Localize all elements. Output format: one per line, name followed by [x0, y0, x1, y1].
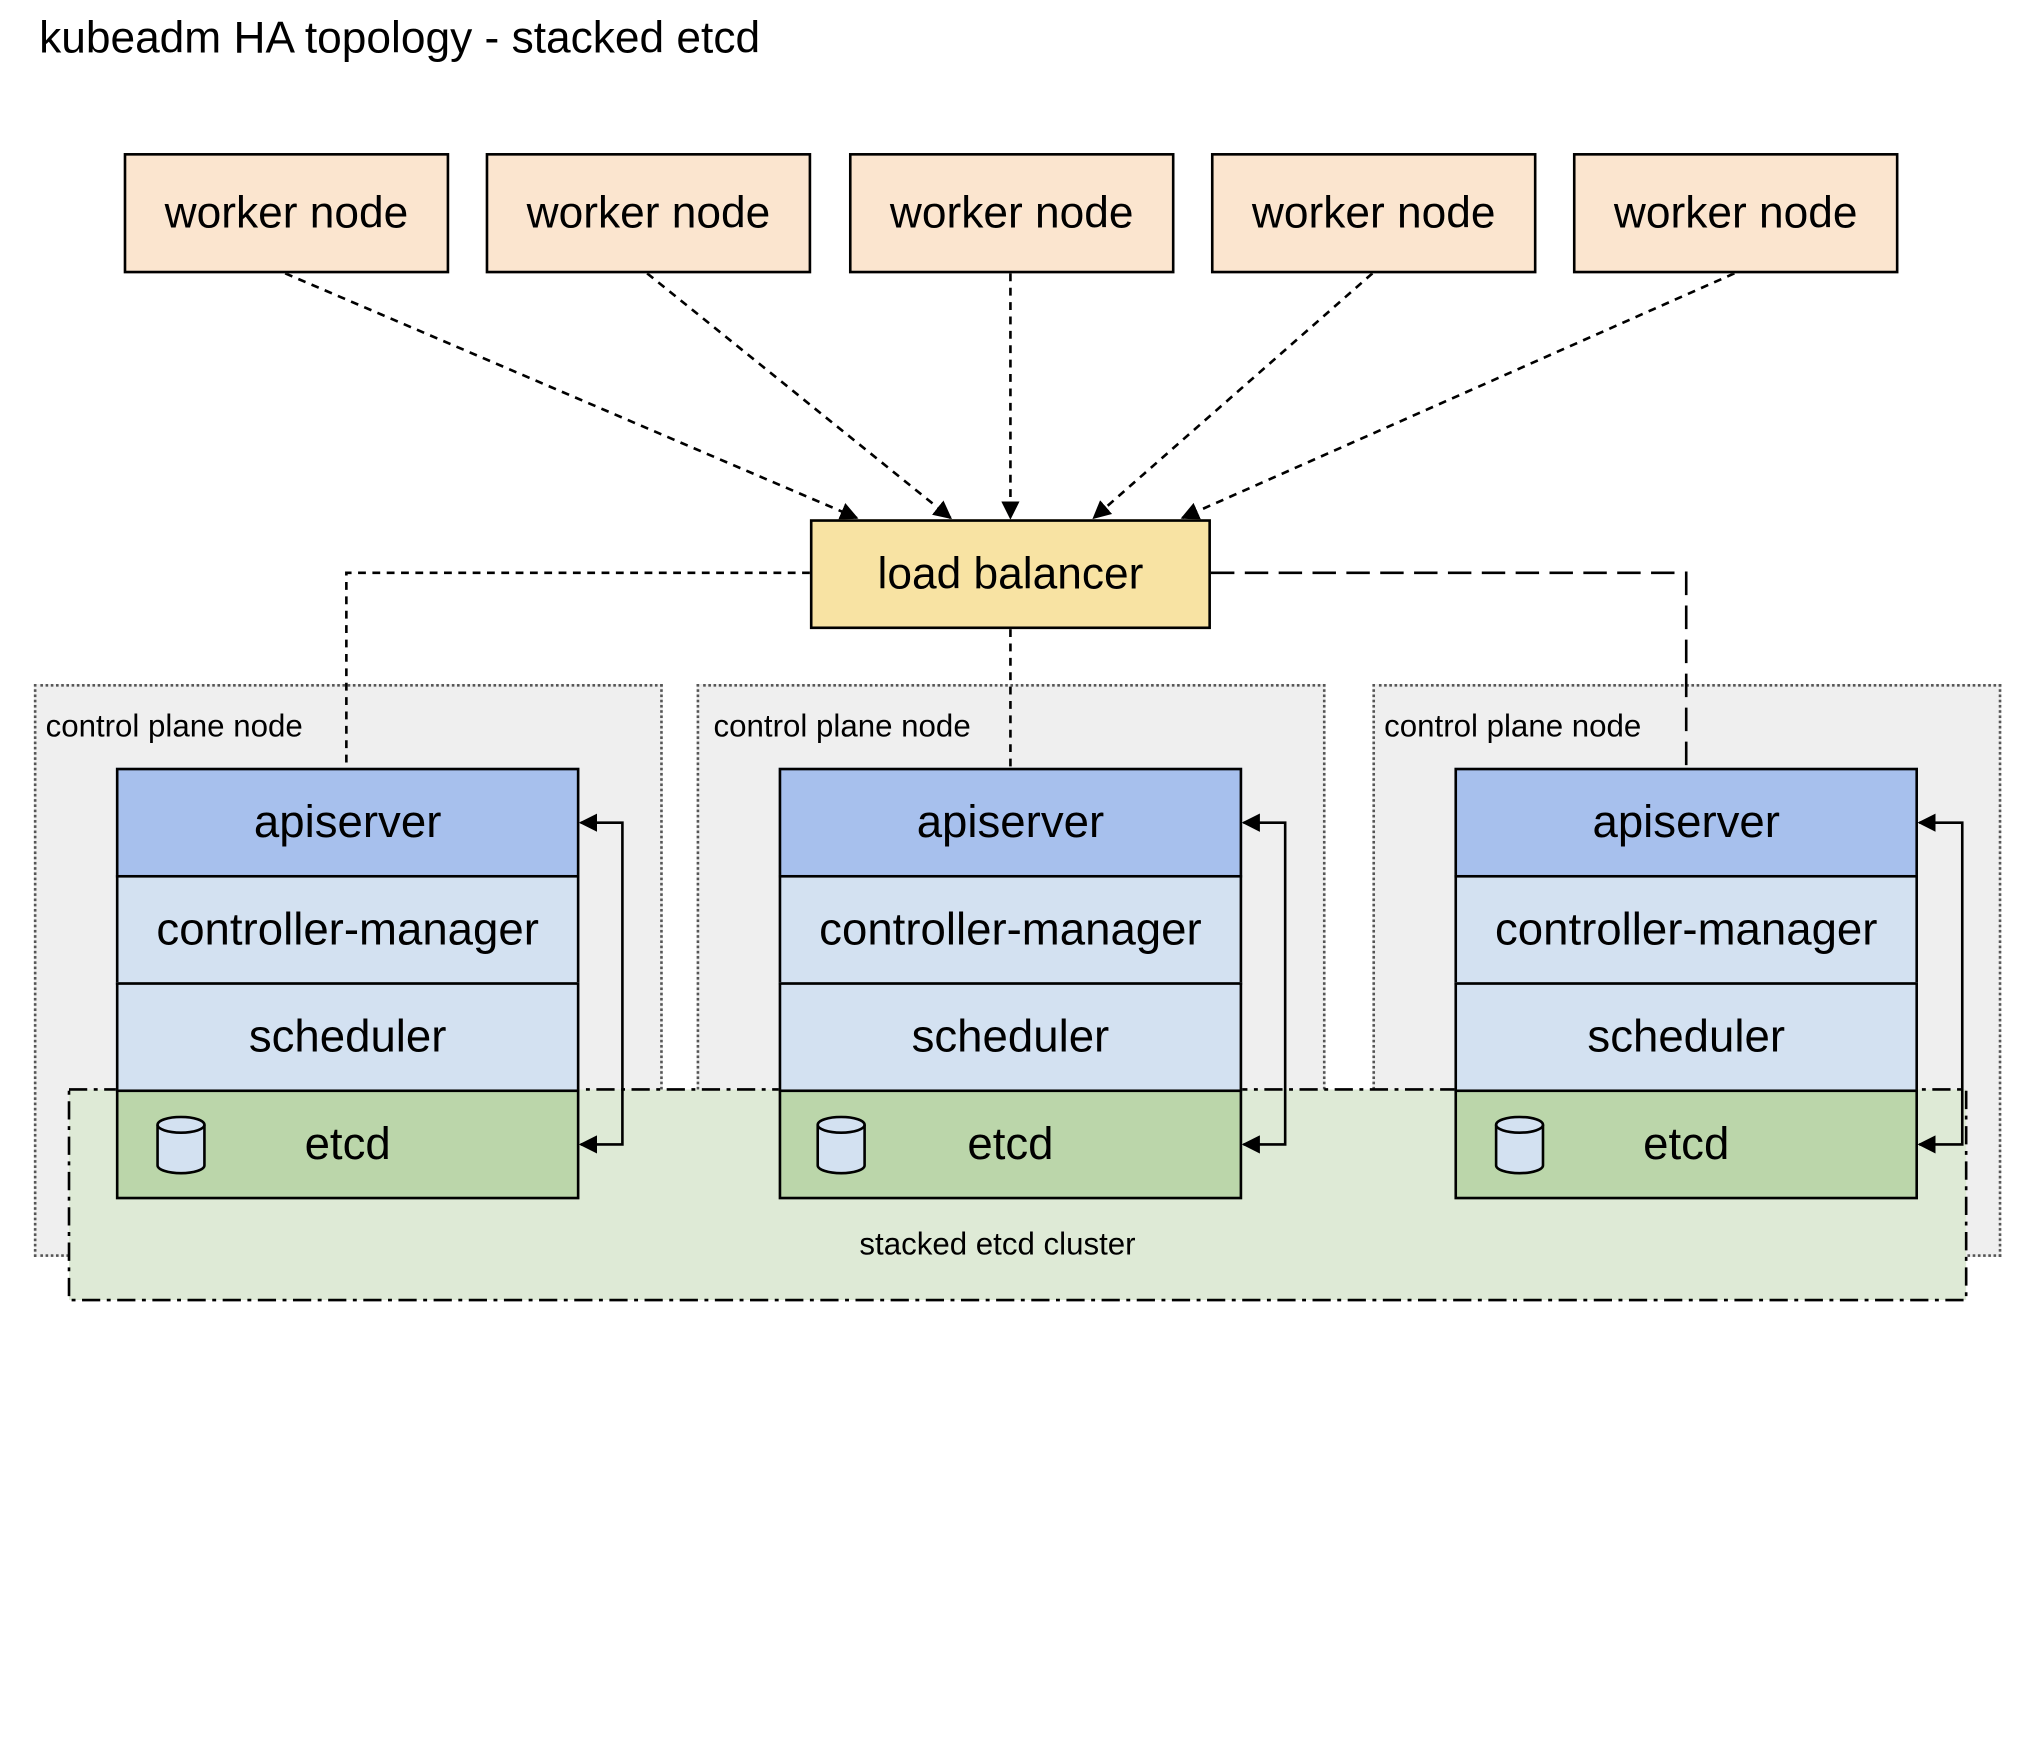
diagram-title: kubeadm HA topology - stacked etcd	[39, 13, 761, 63]
connector-lines	[67, 272, 1968, 1302]
lb-to-apiserver-3-line	[1210, 571, 1688, 770]
database-icon	[816, 1115, 866, 1175]
worker-1-to-lb-arrow	[284, 272, 859, 520]
scheduler-3: scheduler	[1454, 982, 1918, 1093]
worker-node-5: worker node	[1572, 153, 1899, 274]
control-plane-node-label: control plane node	[45, 708, 303, 745]
worker-node-1: worker node	[123, 153, 450, 274]
load-balancer: load balancer	[809, 519, 1211, 630]
database-icon	[156, 1115, 206, 1175]
apiserver-etcd-arrow-1	[578, 813, 624, 1154]
stacked-etcd-cluster-label: stacked etcd cluster	[859, 1226, 1136, 1263]
apiserver-2: apiserver	[778, 767, 1243, 878]
worker-node-4: worker node	[1210, 153, 1537, 274]
apiserver-etcd-arrow-3	[1917, 813, 1964, 1154]
scheduler-1: scheduler	[115, 982, 580, 1093]
apiserver-etcd-arrow-2	[1241, 813, 1287, 1154]
scheduler-2: scheduler	[778, 982, 1243, 1093]
controller-manager-2: controller-manager	[778, 874, 1243, 985]
lb-to-apiserver-1-line	[345, 571, 810, 770]
controller-manager-1: controller-manager	[115, 874, 580, 985]
control-plane-node-label: control plane node	[713, 708, 971, 745]
worker-node-3: worker node	[848, 153, 1175, 274]
worker-2-to-lb-arrow	[646, 272, 952, 520]
worker-5-to-lb-arrow	[1180, 272, 1735, 520]
control-plane-node-label: control plane node	[1384, 708, 1642, 745]
worker-node-2: worker node	[485, 153, 812, 274]
database-icon	[1494, 1115, 1545, 1175]
controller-manager-3: controller-manager	[1454, 874, 1918, 985]
apiserver-1: apiserver	[115, 767, 580, 878]
apiserver-3: apiserver	[1454, 767, 1918, 878]
worker-4-to-lb-arrow	[1092, 272, 1374, 520]
